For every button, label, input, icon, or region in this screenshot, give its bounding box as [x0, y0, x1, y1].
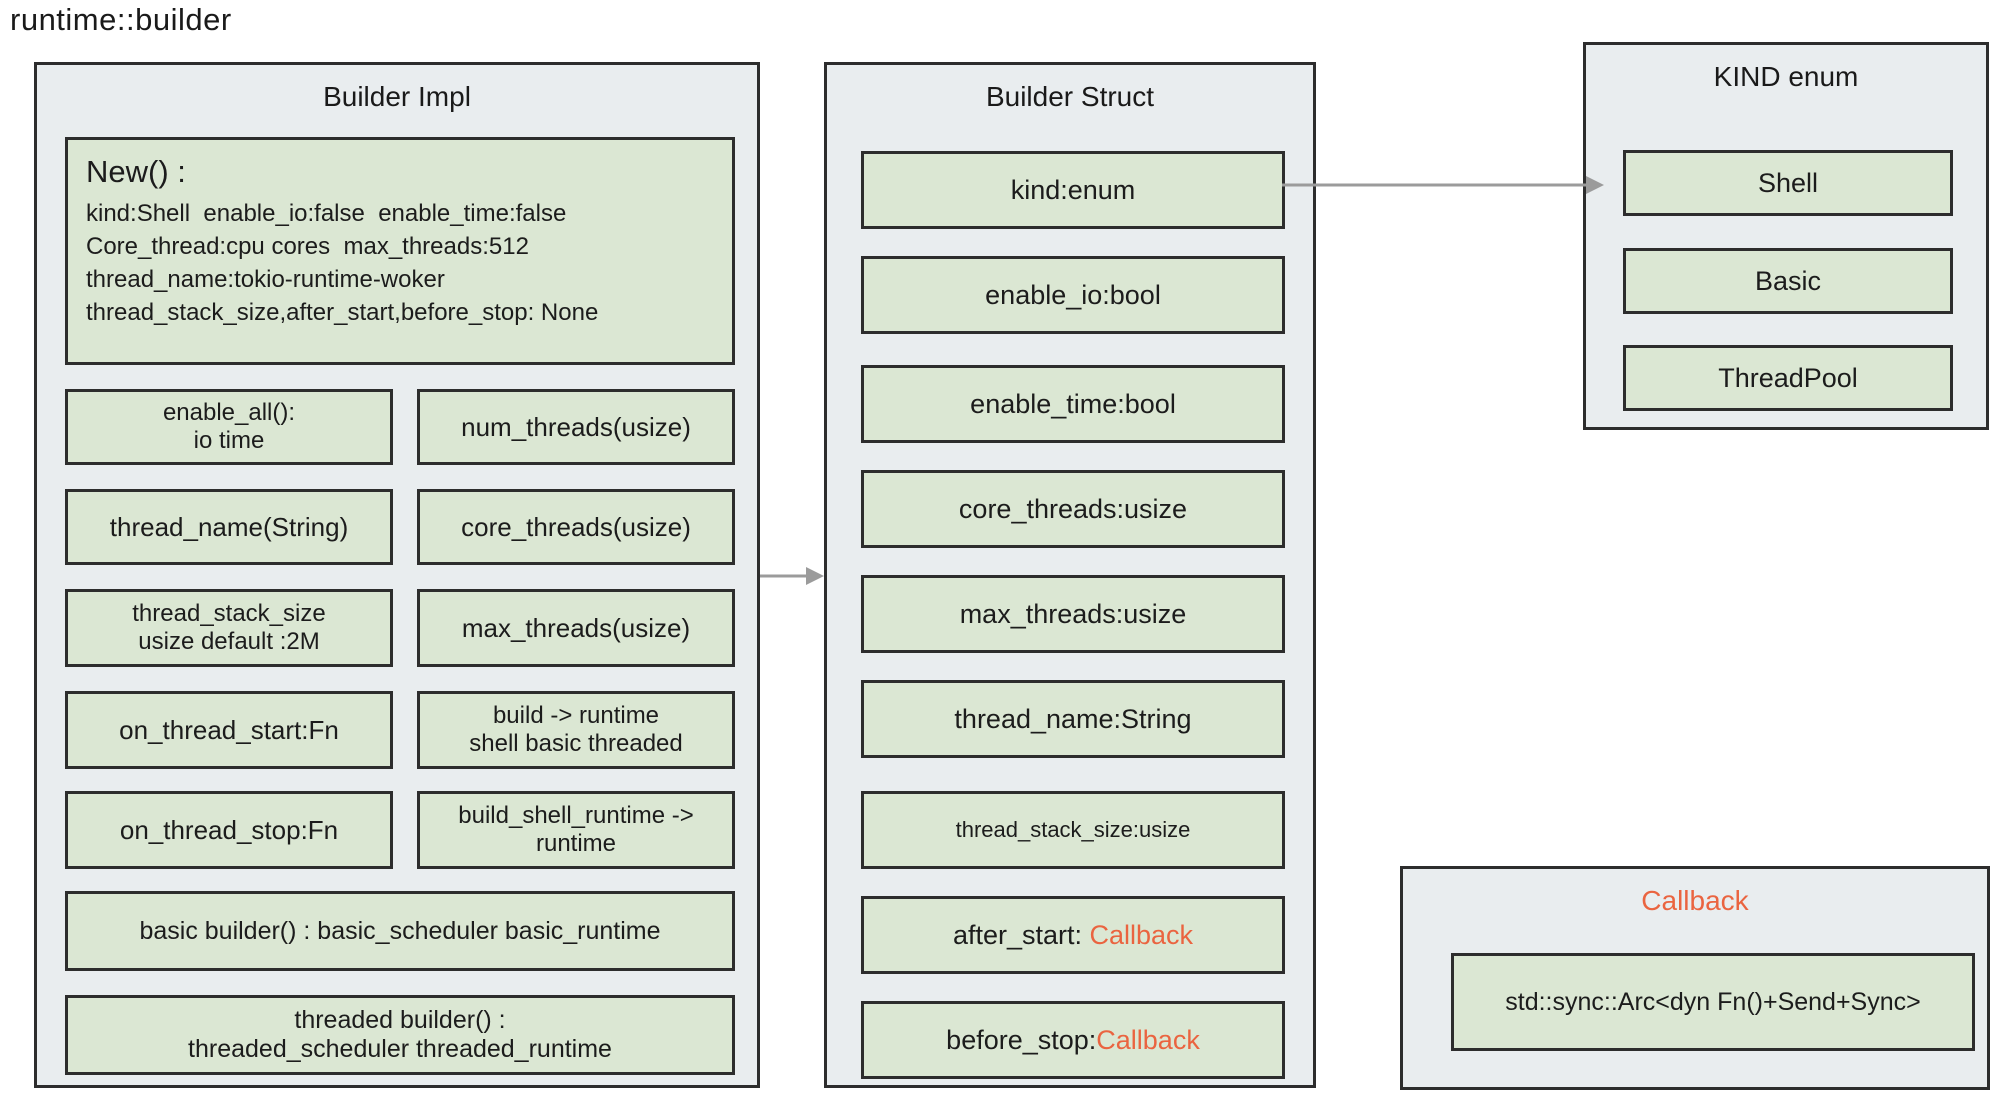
method-box-threaded-builder: threaded builder() : threaded_scheduler … [65, 995, 735, 1075]
new-method-box: New() : kind:Shell enable_io:false enabl… [65, 137, 735, 365]
field-box-core-threads: core_threads:usize [861, 470, 1285, 548]
method-box-enable-all: enable_all(): io time [65, 389, 393, 465]
page-title: runtime::builder [10, 2, 232, 37]
field-box-enable-time: enable_time:bool [861, 365, 1285, 443]
method-box-max-threads: max_threads(usize) [417, 589, 735, 667]
field-box-kind: kind:enum [861, 151, 1285, 229]
method-box-core-threads: core_threads(usize) [417, 489, 735, 565]
method-box-build: build -> runtime shell basic threaded [417, 691, 735, 769]
field-box-before-stop: before_stop:Callback [861, 1001, 1285, 1079]
method-box-basic-builder: basic builder() : basic_scheduler basic_… [65, 891, 735, 971]
field-after-start-name: after_start: [952, 919, 1090, 950]
builder-impl-title: Builder Impl [323, 81, 471, 112]
field-after-start-type: Callback [1089, 919, 1194, 950]
callback-title: Callback [1641, 885, 1749, 916]
kind-enum-title: KIND enum [1713, 61, 1859, 92]
field-box-thread-name: thread_name:String [861, 680, 1285, 758]
field-box-max-threads: max_threads:usize [861, 575, 1285, 653]
builder-struct-title: Builder Struct [985, 81, 1155, 112]
field-box-thread-stack-size: thread_stack_size:usize [861, 791, 1285, 869]
new-method-defaults: kind:Shell enable_io:false enable_time:f… [86, 200, 599, 326]
builder-impl-panel: Builder Impl New() : kind:Shell enable_i… [34, 62, 760, 1088]
method-box-on-thread-stop: on_thread_stop:Fn [65, 791, 393, 869]
method-box-build-shell-runtime: build_shell_runtime -> runtime [417, 791, 735, 869]
callback-type-box: std::sync::Arc<dyn Fn()+Send+Sync> [1451, 953, 1975, 1051]
enum-variant-basic: Basic [1623, 248, 1953, 314]
callback-panel: Callback std::sync::Arc<dyn Fn()+Send+Sy… [1400, 866, 1990, 1090]
method-box-on-thread-start: on_thread_start:Fn [65, 691, 393, 769]
new-method-heading: New() : [86, 154, 186, 189]
method-box-num-threads: num_threads(usize) [417, 389, 735, 465]
enum-variant-shell: Shell [1623, 150, 1953, 216]
enum-variant-threadpool: ThreadPool [1623, 345, 1953, 411]
field-before-stop-name: before_stop: [946, 1024, 1097, 1055]
arrow-impl-to-struct [760, 567, 824, 585]
kind-enum-panel: KIND enum Shell Basic ThreadPool [1583, 42, 1989, 430]
field-before-stop-type: Callback [1096, 1024, 1200, 1055]
field-box-enable-io: enable_io:bool [861, 256, 1285, 334]
arrow-kind-to-enum [1282, 176, 1604, 194]
field-box-after-start: after_start: Callback [861, 896, 1285, 974]
method-box-thread-stack-size: thread_stack_size usize default :2M [65, 589, 393, 667]
method-box-thread-name: thread_name(String) [65, 489, 393, 565]
builder-struct-panel: Builder Struct kind:enum enable_io:bool … [824, 62, 1316, 1088]
